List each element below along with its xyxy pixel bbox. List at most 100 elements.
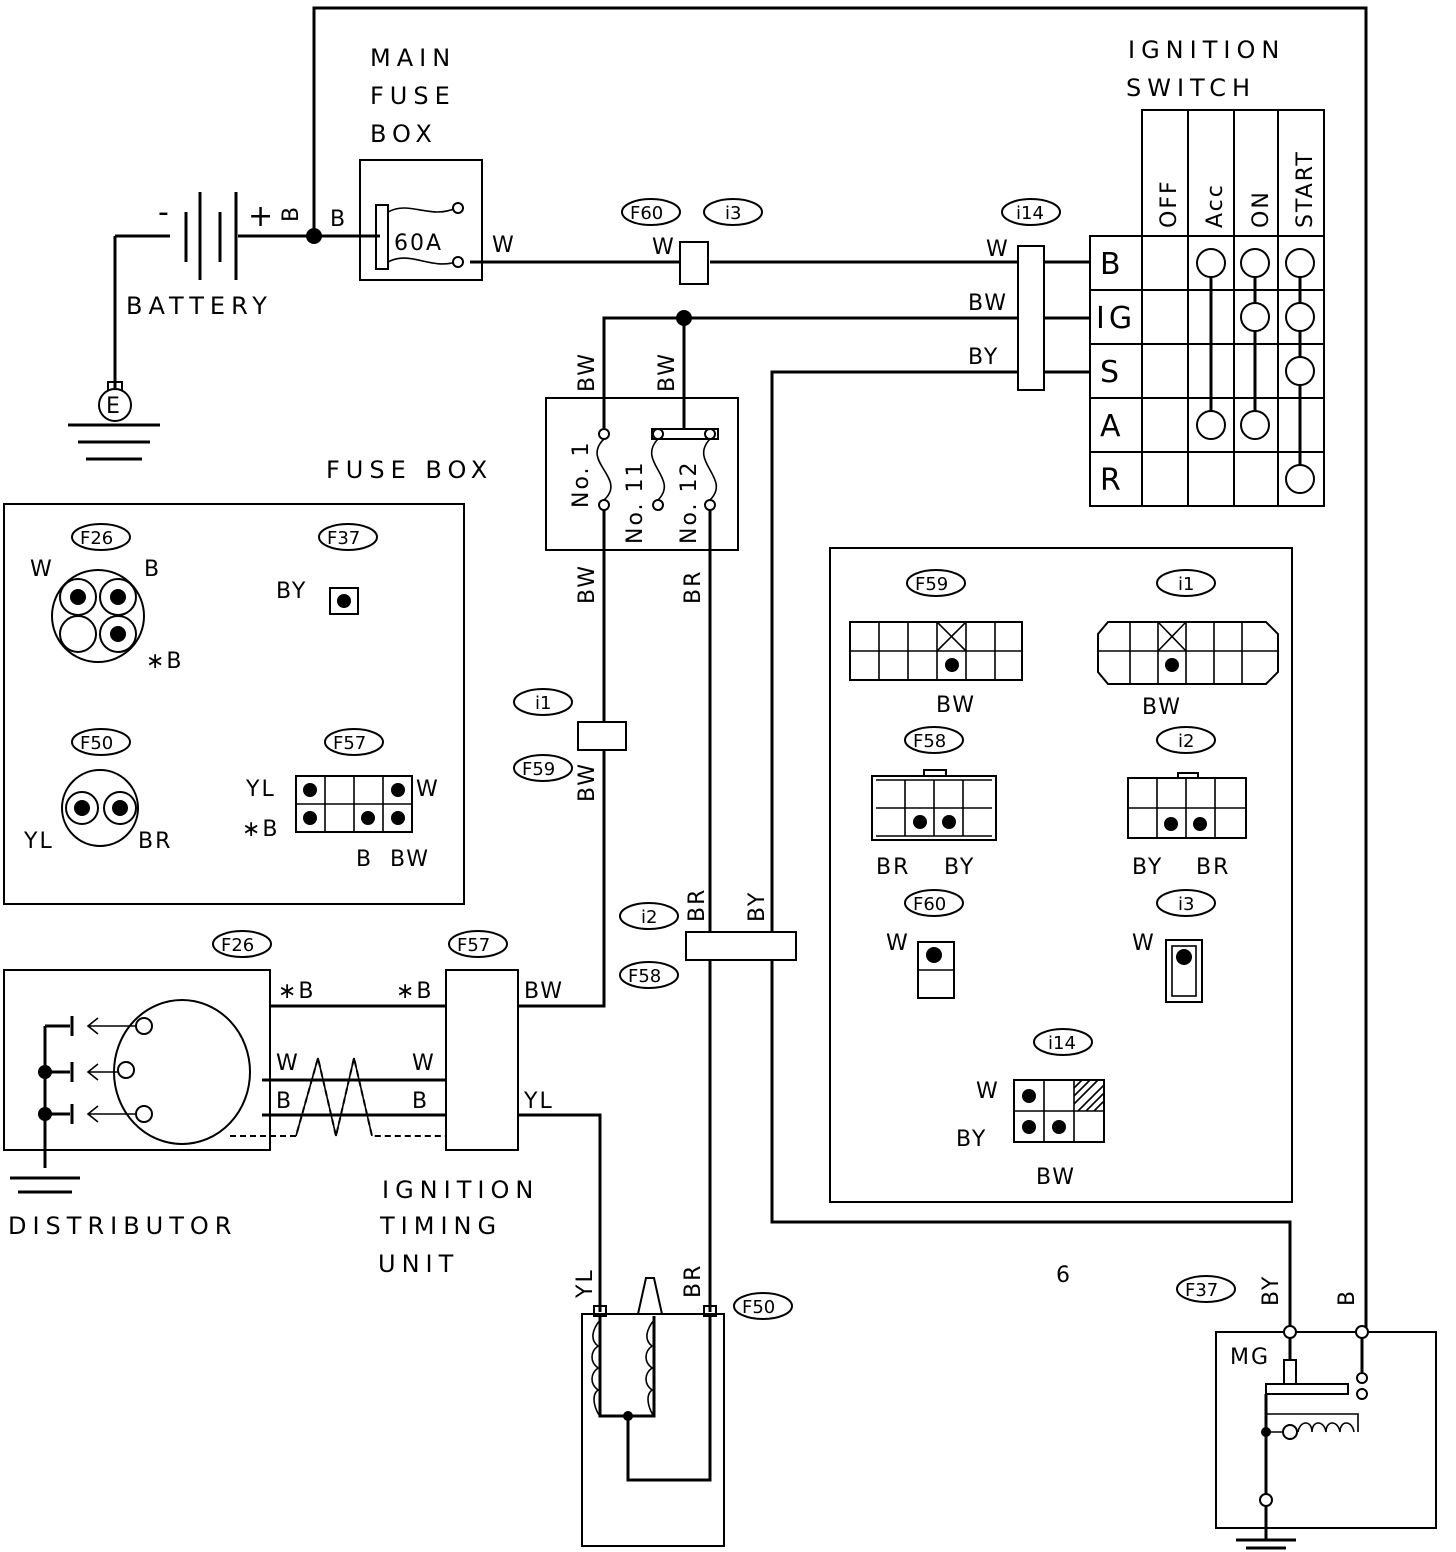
fuse-terminal <box>652 499 664 511</box>
wire-label-bw: BW <box>575 564 600 604</box>
fuse-no1-element <box>596 438 612 501</box>
switch-pos-on: ON <box>1249 190 1274 228</box>
junction-dot <box>38 1065 52 1079</box>
ground-circle <box>98 388 132 422</box>
detail-frame <box>3 503 465 905</box>
main-fuse-element <box>375 204 389 270</box>
tag-oval <box>1176 1275 1236 1303</box>
battery-minus-label: - <box>158 195 169 230</box>
fuse-no12-element <box>702 438 718 501</box>
i3-pin-used <box>1176 949 1192 965</box>
wire-label-yl: YL <box>573 1268 598 1299</box>
tag-f57: F57 <box>333 733 366 754</box>
f26-label-w: W <box>30 557 54 582</box>
i14-label-by: BY <box>956 1127 987 1152</box>
tag-f59: F59 <box>522 759 555 780</box>
f50-label-br: BR <box>138 829 172 854</box>
wire-label-w: W <box>986 237 1010 262</box>
connector-i14: i14 W BW BY <box>968 198 1061 391</box>
connector-detail-right: F59 BW i1 BW F58 BR BY i2 BY BR <box>829 547 1293 1203</box>
fuse-no12-label: No. 12 <box>677 460 702 544</box>
wire-label-by: BY <box>968 345 999 370</box>
f50-pin-used <box>112 800 128 816</box>
battery-title: BATTERY <box>126 292 273 320</box>
switch-contact <box>1285 302 1315 332</box>
secondary-winding <box>645 1319 655 1417</box>
switch-term-ig: IG <box>1096 301 1136 336</box>
f57-pin-used <box>391 811 405 825</box>
coil-frame <box>581 1313 725 1547</box>
primary-winding <box>591 1319 601 1417</box>
main-fuse-rating: 60A <box>394 231 443 256</box>
connector-body <box>1017 245 1045 391</box>
tag-i3: i3 <box>725 203 741 224</box>
f58-pin-used <box>913 815 927 829</box>
distributor: DISTRIBUTOR F26 ∗B W B <box>3 930 314 1240</box>
f37-pin-used <box>337 594 351 608</box>
tag-oval <box>71 523 131 551</box>
tag-oval <box>1156 569 1216 597</box>
ignition-switch: IGNITION SWITCH OFF Acc ON START B IG S … <box>1089 36 1325 507</box>
pickup-arrow <box>86 1105 136 1123</box>
tag-oval <box>513 688 573 716</box>
f26-pin-used <box>110 626 126 642</box>
tag-oval <box>324 728 384 756</box>
switch-term-a: A <box>1100 409 1121 444</box>
i2-grid <box>1128 778 1246 838</box>
wire-label-w: W <box>276 1051 300 1076</box>
f50-label-yl: YL <box>23 829 54 854</box>
f59-grid <box>850 621 1022 680</box>
fuse-terminal <box>598 428 610 440</box>
distributor-frame <box>3 969 271 1151</box>
starter-ground-terminal <box>1259 1493 1273 1507</box>
coil-wiring <box>598 1316 656 1418</box>
tag-oval <box>906 569 966 597</box>
connector-i1-f59: i1 F59 BW <box>513 688 627 802</box>
switch-contact <box>1285 356 1315 386</box>
junction-dot <box>623 1411 633 1421</box>
f57-label-yl: YL <box>245 777 276 802</box>
tag-f58: F58 <box>913 731 946 752</box>
f57-pin-used <box>391 783 405 797</box>
main-fuse-terminal <box>452 256 464 268</box>
connector-i2-f58: i2 F58 BR BY <box>619 888 797 989</box>
f26-label-star-b: ∗B <box>146 649 184 674</box>
switch-term-r: R <box>1100 463 1121 498</box>
wire-label-b: B <box>1335 1289 1360 1306</box>
tag-oval <box>619 902 679 930</box>
i14-pin-used <box>1052 1120 1066 1134</box>
f57-label-w: W <box>416 777 440 802</box>
f60-label-w: W <box>886 931 910 956</box>
connector-detail-left: F26 W B ∗B F37 BY F50 YL BR F57 YL W ∗B … <box>3 503 465 905</box>
fuse-terminal <box>704 499 716 511</box>
pickup-arrow <box>86 1017 136 1035</box>
i2-pin-used <box>1164 817 1178 831</box>
timing-unit-title-1: IGNITION <box>382 1176 539 1204</box>
tag-f37: F37 <box>327 528 360 549</box>
f58-pin-used <box>942 815 956 829</box>
f58-label-br: BR <box>876 855 910 880</box>
tag-i2: i2 <box>1178 731 1194 752</box>
motor-brush <box>1282 1424 1298 1440</box>
f37-housing <box>329 587 359 615</box>
wire-label-br: BR <box>681 1264 706 1298</box>
f57-pin-used <box>303 811 317 825</box>
wire-label-star-b: ∗B <box>396 979 434 1004</box>
main-fuse-link <box>387 257 457 265</box>
tag-i2: i2 <box>641 907 657 928</box>
ignition-switch-title-2: SWITCH <box>1126 74 1256 102</box>
tag-oval <box>1001 198 1061 226</box>
tag-oval <box>448 930 508 958</box>
i1-label-bw: BW <box>1142 695 1182 720</box>
tag-i14: i14 <box>1016 203 1044 224</box>
wire-label-b: B <box>276 1089 293 1114</box>
timing-unit-title-3: UNIT <box>378 1250 459 1278</box>
timing-unit-title-2: TIMING <box>379 1212 502 1240</box>
switch-contact <box>1196 410 1226 440</box>
tag-oval <box>733 1292 793 1320</box>
main-fuse-terminal <box>452 202 464 214</box>
timing-unit-body <box>445 969 519 1151</box>
fuse-no11-label: No. 11 <box>623 460 648 544</box>
i1-grid <box>1098 621 1278 684</box>
switch-contact <box>1285 464 1315 494</box>
